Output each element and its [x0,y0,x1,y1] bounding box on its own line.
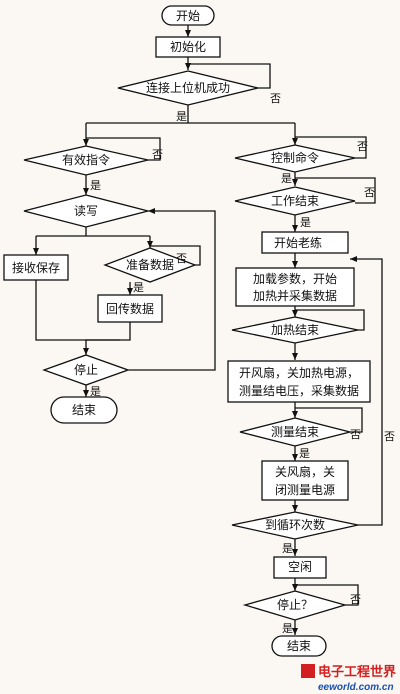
no-label-control-cmd: 否 [357,140,368,153]
yes-label-prep-data: 是 [133,281,144,294]
control-cmd-decision [234,144,356,173]
yes-label-stop-left: 是 [90,385,101,398]
fan-on-line2: 测量结电压，采集数据 [239,383,359,398]
watermark-logo-icon [301,664,315,678]
yes-label-loop-count: 是 [282,542,293,555]
heat-end-decision [231,316,359,344]
connectors [33,25,383,635]
stop-question-label: 停止？ [277,597,313,612]
no-label-stop-question: 否 [350,593,361,606]
no-label-connect: 否 [270,92,281,105]
loop-count-decision [231,511,359,540]
end-right-terminal [271,635,327,657]
yes-label-connect: 是 [176,110,187,123]
heat-end-label: 加热结束 [271,323,319,337]
fan-on-line1: 开风扇，关加热电源， [239,365,359,380]
watermark-site: eeworld.com.cn [318,682,394,693]
yes-label-work-end: 是 [300,216,311,229]
fan-off-line1: 关风扇，关 [275,464,335,479]
branch-labels: 否 是 否 是 否 是 是 否 是 否 是 否 是 否 是 否 是 [90,92,395,635]
measure-end-decision [239,417,351,447]
load-params-process [235,267,355,307]
no-label-work-end: 否 [364,186,375,199]
yes-label-stop-question: 是 [282,622,293,635]
init-label: 初始化 [170,40,206,54]
load-params-line2: 加热并采集数据 [253,288,337,303]
start-label: 开始 [176,9,200,23]
begin-aging-label: 开始老练 [274,235,322,250]
measure-end-label: 测量结束 [271,425,319,439]
recv-save-label: 接收保存 [12,260,60,275]
fan-off-process [261,460,349,501]
send-back-label: 回传数据 [106,301,154,316]
yes-label-control-cmd: 是 [281,172,292,185]
no-label-loop-count: 否 [384,430,395,443]
no-label-valid-cmd: 否 [152,148,163,161]
end-left-label: 结束 [72,403,96,417]
end-right-label: 结束 [287,639,311,653]
no-label-prep-data: 否 [176,252,187,265]
recv-save-process [3,254,69,281]
stop-left-decision [42,354,130,386]
watermark-name: 电子工程世界 [318,664,396,680]
valid-cmd-label: 有效指令 [62,152,110,167]
prep-data-decision [103,247,197,283]
begin-aging-process [261,231,349,254]
send-back-process [97,294,163,323]
work-end-label: 工作结束 [271,194,319,208]
stop-question-decision [242,590,348,621]
connect-decision [117,70,259,106]
idle-label: 空闲 [288,560,312,574]
prep-data-label: 准备数据 [126,257,174,272]
valid-cmd-decision [23,145,149,176]
end-left-terminal [50,396,118,424]
connect-label: 连接上位机成功 [146,80,230,95]
stop-left-label: 停止 [74,362,98,377]
watermark: 电子工程世界 eeworld.com.cn [301,664,396,693]
yes-label-measure-end: 是 [299,447,310,460]
yes-label-valid-cmd: 是 [90,179,101,192]
load-params-line1: 加载参数，开始 [253,271,337,286]
loop-count-label: 到循环次数 [265,517,325,532]
start-terminal [161,5,215,26]
init-process [155,36,221,58]
read-write-label: 读写 [74,204,98,218]
fan-off-line2: 闭测量电源 [275,483,335,497]
work-end-decision [234,186,356,216]
read-write-decision [23,194,149,228]
fan-on-process [227,360,371,403]
idle-process [273,556,327,579]
control-cmd-label: 控制命令 [271,150,319,165]
no-label-measure-end: 否 [350,428,361,441]
